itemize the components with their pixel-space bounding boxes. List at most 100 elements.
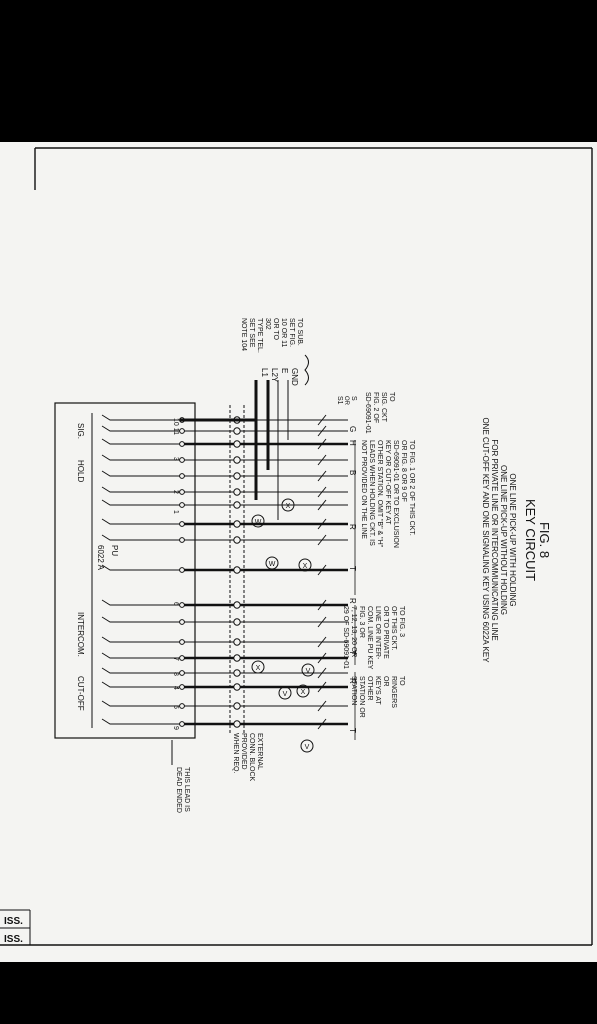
note-dead-ended: THIS LEAD IS DEAD ENDED xyxy=(175,767,190,813)
svg-text:10 11: 10 11 xyxy=(172,418,179,435)
marker-x-4: X xyxy=(296,684,310,698)
terminal-lug xyxy=(233,427,241,435)
svg-text:TYPE TEL.: TYPE TEL. xyxy=(256,318,263,353)
svg-text:H: H xyxy=(348,440,357,446)
lead-label-t3: T xyxy=(348,728,357,733)
revision-2: ISS. xyxy=(4,934,23,945)
note-to-fig1: TO FIG. 1 OR 2 OF THIS CKT. OR FIG. 8 OR… xyxy=(360,440,415,548)
figure-title: KEY CIRCUIT xyxy=(523,499,538,581)
svg-text:TO FIG. 1 OR 2 OF THIS CKT.: TO FIG. 1 OR 2 OF THIS CKT. xyxy=(408,440,415,536)
key-spring xyxy=(101,534,180,541)
terminal-lug xyxy=(233,456,241,464)
marker-x-2: X xyxy=(298,558,312,572)
note-to-ringers: TO RINGERS OR KEYS AT OTHER STATION OR S… xyxy=(350,676,405,718)
svg-text:THIS LEAD IS: THIS LEAD IS xyxy=(183,767,190,812)
key-spring-terminal xyxy=(179,703,185,709)
svg-text:9: 9 xyxy=(172,726,179,730)
svg-text:6022 A: 6022 A xyxy=(96,545,105,571)
svg-text:LINE OR INTER-: LINE OR INTER- xyxy=(374,606,381,660)
note-external-block: EXTERNAL CONN. BLOCK PROVIDED WHEN REQ. xyxy=(232,733,263,782)
svg-text:1: 1 xyxy=(172,510,179,514)
svg-text:3: 3 xyxy=(172,457,179,461)
terminal-lug xyxy=(233,520,241,528)
wire-break xyxy=(317,636,327,648)
svg-text:DEAD ENDED: DEAD ENDED xyxy=(175,767,182,813)
svg-text:T: T xyxy=(348,566,357,571)
terminal-lug xyxy=(233,536,241,544)
lead-label-t2: T xyxy=(348,650,357,655)
svg-text:OR: OR xyxy=(343,396,349,406)
marker-v-3: V xyxy=(300,739,314,753)
wire-break xyxy=(317,718,327,730)
key-spring xyxy=(101,599,180,606)
key-spring xyxy=(101,718,180,725)
wire-break xyxy=(317,438,327,450)
key-spring xyxy=(101,414,180,421)
key-spring xyxy=(101,700,180,707)
lead-label-e: E xyxy=(280,368,289,373)
svg-text:SIG.: SIG. xyxy=(76,423,85,439)
svg-text:OTHER: OTHER xyxy=(366,676,373,701)
marker-w-2: W xyxy=(265,556,279,570)
svg-text:COM. LINE PU KEY: COM. LINE PU KEY xyxy=(366,606,373,670)
svg-text:FIG. 2 OF: FIG. 2 OF xyxy=(372,392,379,423)
svg-text:4: 4 xyxy=(172,686,179,690)
svg-text:X: X xyxy=(301,689,306,696)
spring-7: 7 xyxy=(172,657,179,661)
wire-break xyxy=(317,414,327,426)
svg-text:R: R xyxy=(348,598,357,604)
svg-text:FIG. 3 OR: FIG. 3 OR xyxy=(358,606,365,638)
svg-text:RINGERS: RINGERS xyxy=(390,676,397,708)
svg-text:X: X xyxy=(303,563,308,570)
svg-text:T: T xyxy=(348,650,357,655)
subtitle-4: ONE CUT-OFF KEY AND ONE SIGNALING KEY US… xyxy=(481,417,490,663)
svg-text:NOT PROVIDED ON THE LINE: NOT PROVIDED ON THE LINE xyxy=(360,440,367,539)
wire-break xyxy=(317,470,327,482)
svg-text:SET SEE: SET SEE xyxy=(248,318,255,348)
svg-text:KEY OR CUT-OFF KEY AT: KEY OR CUT-OFF KEY AT xyxy=(384,440,391,525)
svg-text:SD-69091-01: SD-69091-01 xyxy=(364,392,371,434)
svg-text:STATION OR: STATION OR xyxy=(358,676,365,718)
terminal-lug xyxy=(233,720,241,728)
spring-6: 6 xyxy=(172,602,179,606)
svg-text:29 OF SD-69091-01: 29 OF SD-69091-01 xyxy=(342,606,349,669)
key-spring xyxy=(101,564,180,571)
svg-text:7, 12, 13, 20 OR: 7, 12, 13, 20 OR xyxy=(350,606,357,657)
key-spring xyxy=(101,425,180,432)
note-to-fig3: TO FIG. 3 OF THIS CKT. OR TO PRIVATE LIN… xyxy=(342,606,405,670)
key-spring xyxy=(101,518,180,525)
svg-text:PROVIDED: PROVIDED xyxy=(240,733,247,770)
key-spring-terminal xyxy=(179,441,185,447)
lead-label-t1: T xyxy=(348,566,357,571)
key-spring-terminal xyxy=(179,473,185,479)
svg-text:G: G xyxy=(348,426,357,432)
subtitle-2: ONE LINE PICK-UP WITHOUT HOLDING xyxy=(499,465,508,615)
key-spring-terminal xyxy=(179,537,185,543)
key-spring-terminal xyxy=(179,619,185,625)
wire-break xyxy=(317,564,327,576)
key-section-cutoff: CUT-OFF xyxy=(76,676,85,711)
svg-text:NOTE 104: NOTE 104 xyxy=(240,318,247,351)
wire-break xyxy=(317,486,327,498)
subtitle-1: ONE LINE PICK-UP WITH HOLDING xyxy=(508,473,517,606)
note-to-sig-ckt: TO SIG. CKT FIG. 2 OF SD-69091-01 xyxy=(364,392,395,434)
lead-label-l1: L1 xyxy=(260,368,269,377)
spring-8: 8 xyxy=(172,672,179,676)
svg-text:OR TO: OR TO xyxy=(272,318,279,340)
marker-v-1: V xyxy=(301,663,315,677)
title-block: FIG. 8 KEY CIRCUIT ONE LINE PICK-UP WITH… xyxy=(481,417,552,663)
svg-text:GND: GND xyxy=(290,368,299,386)
subtitle-3: FOR PRIVATE LINE OR INTERCOMMUNICATING L… xyxy=(490,439,499,640)
marker-w-1: W xyxy=(251,514,265,528)
spring-9: 9 xyxy=(172,726,179,730)
svg-text:T: T xyxy=(348,728,357,733)
terminal-lug xyxy=(233,488,241,496)
key-section-hold: HOLD xyxy=(76,460,85,482)
key-section-pu: PU xyxy=(110,545,119,556)
svg-text:E: E xyxy=(280,368,289,373)
key-spring-terminal xyxy=(179,457,185,463)
key-spring-terminal xyxy=(179,428,185,434)
key-spring xyxy=(101,667,180,674)
terminal-lug xyxy=(233,472,241,480)
key-spring-terminal xyxy=(179,721,185,727)
